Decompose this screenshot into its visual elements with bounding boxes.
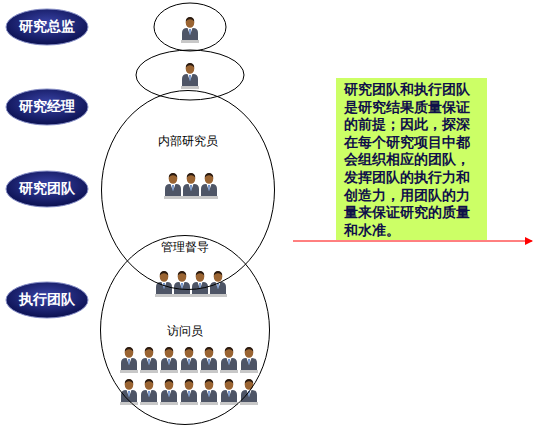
ellipse-line (101, 236, 270, 425)
director-circle (154, 3, 226, 51)
team-ellipse: 内部研究员 (101, 90, 275, 290)
oval-fill (6, 9, 88, 45)
note-text: 研究团队和执行团队是研究结果质量保证的前提；因此，探深在每个研究项目中都会组织相… (344, 81, 479, 239)
role-oval: 执行团队 (5, 281, 89, 319)
oval-fill (6, 89, 88, 125)
person-icon (181, 17, 199, 43)
person-group (120, 347, 258, 405)
ellipse-outline (101, 90, 275, 290)
role-label: 研究经理 (19, 98, 75, 116)
red-arrow (293, 241, 532, 242)
role-label: 研究总监 (19, 18, 75, 36)
oval-fill (6, 282, 88, 318)
oval-fill (6, 171, 88, 207)
person-group (164, 173, 218, 199)
note-box: 研究团队和执行团队是研究结果质量保证的前提；因此，探深在每个研究项目中都会组织相… (336, 78, 487, 240)
member-label: 管理督导 (100, 239, 270, 256)
person-icon (181, 63, 199, 89)
role-label: 执行团队 (19, 291, 75, 309)
role-oval: 研究总监 (5, 8, 89, 46)
manager-circle (136, 50, 244, 100)
ellipse-line (102, 91, 275, 290)
role-label: 研究团队 (19, 180, 75, 198)
role-oval: 研究经理 (5, 88, 89, 126)
member-label: 访问员 (100, 323, 270, 340)
member-label: 内部研究员 (101, 133, 275, 150)
role-oval: 研究团队 (5, 170, 89, 208)
team-ellipse: 管理督导访问员 (100, 235, 270, 425)
